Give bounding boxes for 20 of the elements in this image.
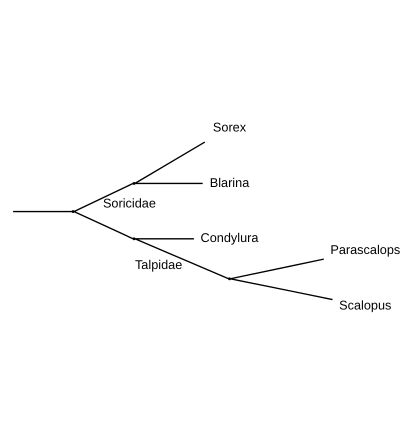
connector bbox=[134, 238, 229, 279]
node-text: Parascalops bbox=[330, 241, 400, 256]
node-point bbox=[228, 276, 231, 280]
node-point bbox=[72, 210, 74, 212]
node-text: Scalopus bbox=[339, 296, 392, 312]
connector bbox=[230, 278, 333, 300]
connector bbox=[135, 238, 194, 239]
connector bbox=[135, 182, 203, 184]
edge-label: Talpidae bbox=[134, 256, 182, 272]
connector bbox=[74, 210, 134, 239]
node-text: Blarina bbox=[210, 174, 250, 190]
connector bbox=[13, 210, 72, 212]
node-point bbox=[132, 236, 136, 240]
connector bbox=[74, 182, 134, 212]
connector bbox=[230, 258, 324, 279]
node-text: Sorex bbox=[212, 118, 246, 134]
connector bbox=[134, 140, 206, 184]
edge-label: Soricidae bbox=[102, 195, 156, 210]
node-point bbox=[132, 181, 136, 184]
node-text: Condylura bbox=[200, 230, 258, 245]
